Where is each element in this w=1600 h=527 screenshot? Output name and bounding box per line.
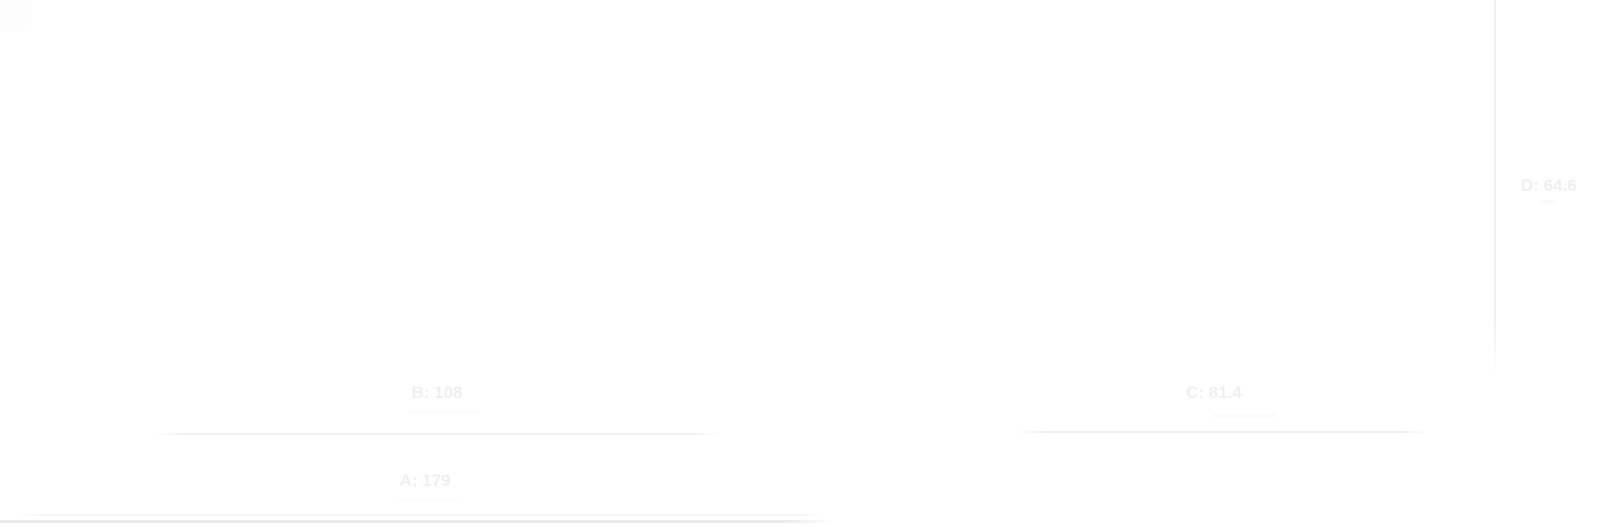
segment-line-d [1494,0,1496,377]
top-left-corner-artifact [0,0,31,31]
segment-line-a-lower [0,520,833,523]
segment-line-c [1018,431,1428,433]
faint-sub-mark-b [408,410,480,413]
label-a: A: 179 [399,471,451,490]
faint-sub-mark-d [1538,200,1558,203]
label-c: C: 81.4 [1186,383,1242,402]
label-b: B: 108 [411,383,463,402]
faint-sub-mark-c [1213,414,1277,417]
label-d: D: 64.6 [1521,176,1577,195]
segment-line-a-upper [18,514,825,516]
segment-line-b [155,433,723,435]
faint-sub-mark-a [398,498,458,501]
